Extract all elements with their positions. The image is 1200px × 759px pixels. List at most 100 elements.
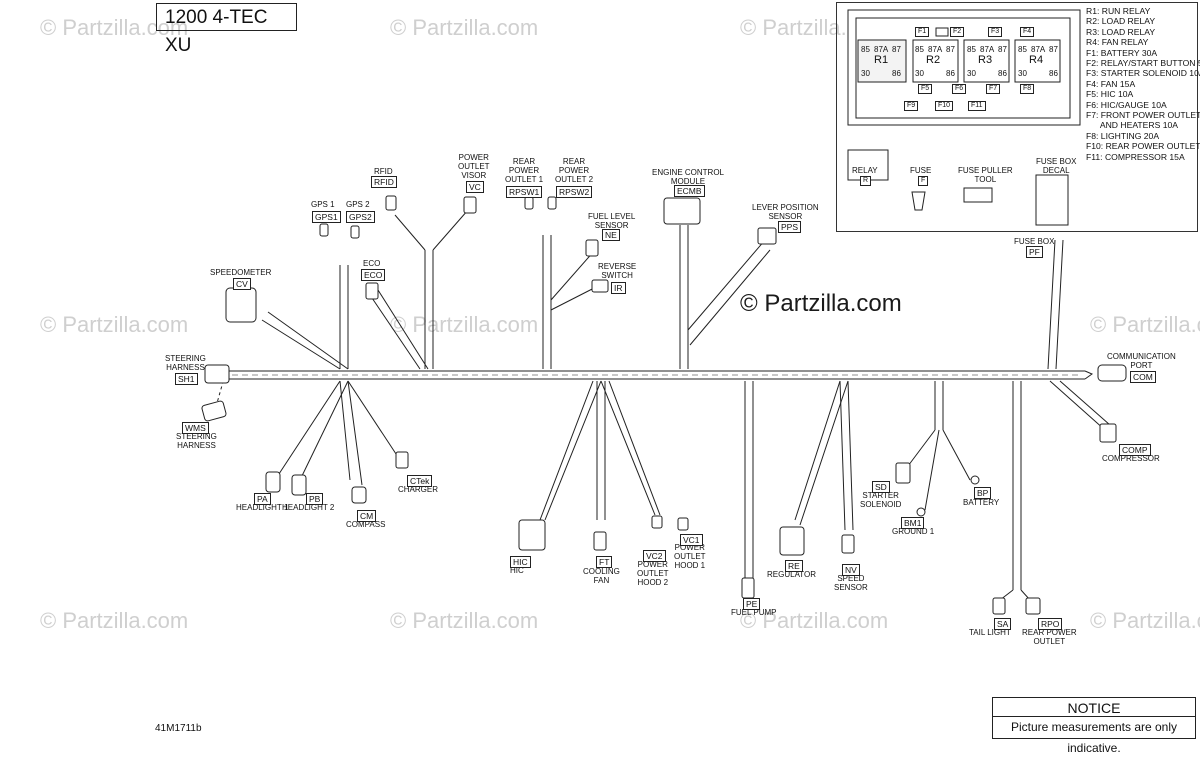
legend-line: F6: HIC/GAUGE 10A <box>1086 99 1167 110</box>
connector-label: REVERSE SWITCH <box>598 262 637 280</box>
connector-label: COMMUNICATION PORT <box>1107 352 1176 370</box>
connector-code: GPS1 <box>312 211 341 223</box>
connector-code: BP <box>974 487 992 499</box>
connector-code: COMP <box>1119 444 1151 456</box>
connector-label: CHARGER <box>398 485 439 494</box>
legend-line: F5: HIC 10A <box>1086 89 1134 100</box>
connector-code: WMS <box>182 422 209 434</box>
fuse-label: F8 <box>1020 84 1035 94</box>
connector-label: REGULATOR <box>767 570 817 579</box>
connector-label: ECO <box>363 259 381 268</box>
relay-pin: 87A <box>1031 45 1046 54</box>
connector-label: FUEL LEVEL SENSOR <box>588 212 636 230</box>
copyright-watermark: © Partzilla.com <box>740 290 902 317</box>
connector-label: TAIL LIGHT <box>969 628 1011 637</box>
connector-code: RPSW1 <box>506 186 543 198</box>
legend-line: R3: LOAD RELAY <box>1086 26 1156 37</box>
relay-pin: 86 <box>946 69 955 78</box>
legend-line: F10: REAR POWER OUTLET 15A <box>1086 141 1200 152</box>
connector-code: SA <box>994 618 1012 630</box>
fuse-label: F5 <box>918 84 933 94</box>
notice-title: NOTICE <box>992 697 1196 717</box>
connector-code: FT <box>596 556 613 568</box>
legend-line: F8: LIGHTING 20A <box>1086 130 1160 141</box>
watermark: © Partzilla.com <box>390 312 539 337</box>
fuse-box-panel <box>836 2 1198 232</box>
main-trunk <box>228 370 1085 380</box>
connector-label: SPEED SENSOR <box>834 574 868 592</box>
harness-drawing <box>201 9 1127 615</box>
relay-pin: 85 <box>915 45 924 54</box>
relay-pin: 87A <box>874 45 889 54</box>
connector-label: FUEL PUMP <box>731 608 777 617</box>
watermark: © Partzilla.com <box>1090 312 1200 337</box>
watermark: © Partzilla.com <box>740 608 889 633</box>
fuse-label: F3 <box>988 27 1003 37</box>
connector-label: POWER OUTLET HOOD 2 <box>637 560 669 587</box>
connector-code: RE <box>785 560 803 572</box>
legend-line: F1: BATTERY 30A <box>1086 47 1158 58</box>
connector-label: REAR POWER OUTLET 1 <box>505 157 544 184</box>
legend-line: F3: STARTER SOLENOID 10A <box>1086 68 1200 79</box>
connector-label: COOLING FAN <box>583 567 620 585</box>
connector-label: GPS 2 <box>346 200 370 209</box>
connector-label: POWER OUTLET HOOD 1 <box>674 543 706 570</box>
relay-pin: 87A <box>980 45 995 54</box>
legend-line: F11: COMPRESSOR 15A <box>1086 151 1185 162</box>
relay-pin: 86 <box>892 69 901 78</box>
connector-code: VC2 <box>643 550 666 562</box>
connector-label: COMPASS <box>346 520 386 529</box>
fuse-box-part-code: R <box>860 176 872 186</box>
relay-pin: 85 <box>861 45 870 54</box>
connector-code: VC1 <box>680 534 703 546</box>
fuse-label: F10 <box>935 101 954 111</box>
legend-line: R1: RUN RELAY <box>1086 6 1151 16</box>
fuse-label: F1 <box>915 27 930 37</box>
legend-line: F4: FAN 15A <box>1086 78 1136 89</box>
diagram-title: 1200 4-TEC XU <box>156 3 297 56</box>
relay-pin: 87 <box>1049 45 1058 54</box>
connector-code: BM1 <box>901 517 925 529</box>
connector-code: ECMB <box>674 185 705 197</box>
connector-label: HEADLIGHT 2 <box>282 503 335 512</box>
connector-label: REAR POWER OUTLET 2 <box>555 157 594 184</box>
connector-code: CTek <box>407 475 433 487</box>
connector-code: PB <box>306 493 324 505</box>
fuse-box-part-code: F <box>918 176 929 186</box>
connector-code: VC <box>466 181 484 193</box>
relay-pin: 87 <box>998 45 1007 54</box>
relay-pin: 30 <box>861 69 870 78</box>
connector-code: RPSW2 <box>556 186 593 198</box>
connector-label: BATTERY <box>963 498 1000 507</box>
fuse-label: F4 <box>1020 27 1035 37</box>
connector-label: LEVER POSITION SENSOR <box>752 203 819 221</box>
watermark: © Partzilla.com <box>390 15 539 40</box>
connector-code: GPS2 <box>346 211 375 223</box>
connector-code: CM <box>357 510 377 522</box>
connector-code: SH1 <box>175 373 198 385</box>
connector-label: GROUND 1 <box>892 527 935 536</box>
watermark: © Partzilla.com <box>390 608 539 633</box>
relay-pin: 85 <box>967 45 976 54</box>
connector-code: NE <box>602 229 620 241</box>
connector-code: SD <box>872 481 890 493</box>
watermark: © Partzilla.com <box>1090 608 1200 633</box>
fuse-label: F9 <box>904 101 919 111</box>
relay-pin: 30 <box>967 69 976 78</box>
fuse-label: F11 <box>968 101 986 111</box>
fuse-label: F2 <box>950 27 965 37</box>
relay-label: R3 <box>978 54 993 66</box>
connector-code: PA <box>254 493 271 505</box>
connector-code: PF <box>1026 246 1043 258</box>
fuse-label: F7 <box>986 84 1001 94</box>
fuse-box-part-label: FUSE BOX DECAL <box>1036 157 1077 175</box>
connector-label: GPS 1 <box>311 200 335 209</box>
watermark: © Partzilla.com <box>40 15 189 40</box>
connector-code: RPO <box>1038 618 1063 630</box>
figure-code: 41M1711b <box>155 723 202 734</box>
watermark: © Partzilla.com <box>40 608 189 633</box>
connector-label: FUSE BOX <box>1014 237 1055 246</box>
connector-code: HIC <box>510 556 531 568</box>
connector-label: REAR POWER OUTLET <box>1022 628 1077 646</box>
